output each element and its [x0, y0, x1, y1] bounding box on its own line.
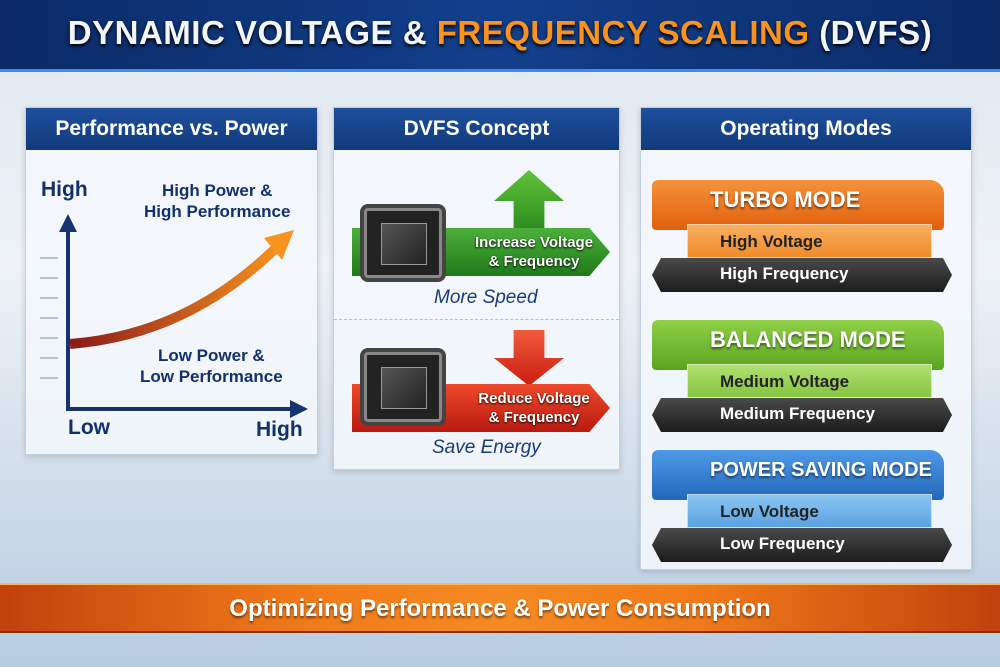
- mode-frequency: Low Frequency: [652, 528, 952, 562]
- up-arrow-icon: [494, 170, 564, 232]
- mode-voltage: Low Voltage: [687, 494, 932, 528]
- high-power-label-line2: High Performance: [144, 202, 291, 221]
- title-banner: DYNAMIC VOLTAGE & FREQUENCY SCALING (DVF…: [0, 0, 1000, 72]
- balanced-mode-card: BALANCED MODE Medium Voltage Medium Freq…: [652, 320, 952, 440]
- mode-frequency: High Frequency: [652, 258, 952, 292]
- footer-text: Optimizing Performance & Power Consumpti…: [229, 595, 771, 622]
- performance-curve-chart: [40, 214, 308, 418]
- title-part-1: DYNAMIC VOLTAGE &: [67, 14, 428, 51]
- high-power-label: High Power & High Performance: [144, 180, 290, 222]
- x-axis-low-label: Low: [68, 416, 110, 439]
- panel-heading: Operating Modes: [641, 108, 971, 150]
- mode-title: BALANCED MODE: [652, 320, 944, 370]
- down-arrow-icon: [494, 330, 564, 386]
- footer-banner: Optimizing Performance & Power Consumpti…: [0, 583, 1000, 633]
- mode-frequency: Medium Frequency: [652, 398, 952, 432]
- performance-curve: [69, 239, 285, 349]
- title-part-3: (DVFS): [819, 14, 933, 51]
- panel-heading: DVFS Concept: [334, 108, 619, 150]
- panel-heading: Performance vs. Power: [26, 108, 317, 150]
- dvfs-concept-panel: DVFS Concept Increase Voltage & Frequency…: [333, 107, 620, 470]
- curve-arrowhead: [264, 230, 294, 260]
- low-power-label: Low Power & Low Performance: [140, 345, 283, 387]
- performance-power-panel: Performance vs. Power High High Power &H…: [25, 107, 318, 455]
- low-power-label-line1: Low Power &: [157, 346, 265, 365]
- turbo-mode-card: TURBO MODE High Voltage High Frequency: [652, 180, 952, 300]
- reduce-line1: Reduce Voltage: [478, 390, 590, 407]
- y-axis-arrow: [59, 214, 77, 232]
- low-power-label-line2: Low Performance: [140, 367, 283, 386]
- increase-line1: Increase Voltage: [474, 234, 594, 251]
- high-power-label-line1: High Power &: [161, 181, 273, 200]
- divider: [334, 319, 619, 320]
- reduce-line2: & Frequency: [488, 409, 580, 426]
- x-axis-high-label: High: [256, 418, 303, 441]
- cpu-chip-icon: [364, 352, 442, 422]
- y-axis-ticks: [40, 257, 58, 379]
- title-part-2: FREQUENCY SCALING: [436, 14, 810, 51]
- reduce-label: Reduce Voltage & Frequency: [464, 389, 604, 427]
- save-energy-label: Save Energy: [432, 437, 541, 458]
- mode-voltage: Medium Voltage: [687, 364, 932, 398]
- increase-label: Increase Voltage & Frequency: [464, 233, 604, 271]
- increase-line2: & Frequency: [488, 253, 580, 270]
- more-speed-label: More Speed: [434, 287, 538, 308]
- mode-title: POWER SAVING MODE: [652, 450, 944, 500]
- x-axis-arrow: [290, 400, 308, 418]
- y-axis-high-label: High: [41, 178, 88, 201]
- cpu-chip-icon: [364, 208, 442, 278]
- power-saving-mode-card: POWER SAVING MODE Low Voltage Low Freque…: [652, 450, 952, 570]
- mode-voltage: High Voltage: [687, 224, 932, 258]
- mode-title: TURBO MODE: [652, 180, 944, 230]
- page-title: DYNAMIC VOLTAGE & FREQUENCY SCALING (DVF…: [0, 14, 1000, 52]
